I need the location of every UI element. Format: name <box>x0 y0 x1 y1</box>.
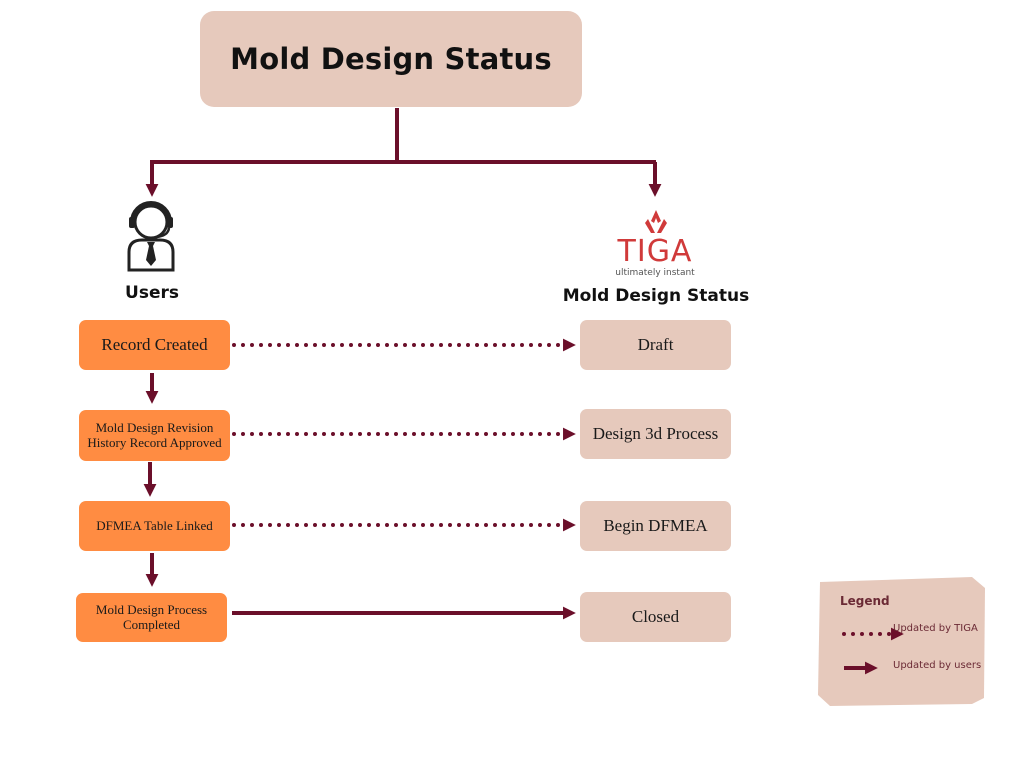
title-box: Mold Design Status <box>200 11 582 107</box>
tiga-tagline: ultimately instant <box>615 268 695 278</box>
status-closed: Closed <box>580 592 731 642</box>
legend-panel <box>818 577 985 706</box>
user-step-dfmea-linked: DFMEA Table Linked <box>79 501 230 551</box>
headset-user-icon <box>127 201 175 272</box>
user-step-revision-approved: Mold Design Revision History Record Appr… <box>79 410 230 461</box>
users-label: Users <box>125 283 179 303</box>
tiga-logo-text: TIGA <box>617 234 693 269</box>
legend-title: Legend <box>840 594 890 608</box>
status-begin-dfmea: Begin DFMEA <box>580 501 731 551</box>
legend-item-tiga-label: Updated by TIGA <box>893 623 978 634</box>
user-step-process-completed: Mold Design Process Completed <box>76 593 227 642</box>
user-step-record-created: Record Created <box>79 320 230 370</box>
tiga-logo-mark-icon <box>645 210 667 233</box>
legend-item-users-label: Updated by users <box>893 660 982 671</box>
status-draft: Draft <box>580 320 731 370</box>
diagram-title: Mold Design Status <box>230 42 552 76</box>
status-design-3d-process: Design 3d Process <box>580 409 731 459</box>
tiga-status-label: Mold Design Status <box>562 286 750 306</box>
